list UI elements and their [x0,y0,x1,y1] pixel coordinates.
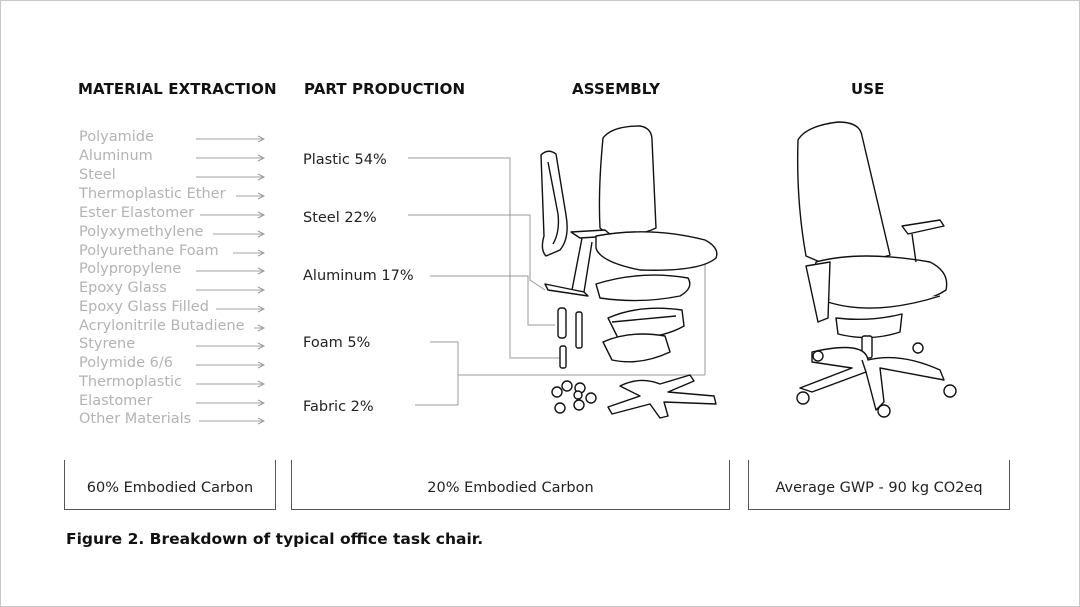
figure-caption: Figure 2. Breakdown of typical office ta… [66,530,484,548]
summary-material-label: 60% Embodied Carbon [86,480,254,496]
summary-box-material: 60% Embodied Carbon [64,460,276,510]
material-item: Epoxy Glass [79,280,167,296]
material-item: Epoxy Glass Filled [79,299,209,315]
exploded-chair-icon [540,125,718,419]
material-item: Polymide 6/6 [79,355,173,371]
material-item: Styrene [79,336,136,352]
heading-assembly: ASSEMBLY [572,80,661,98]
summary-production-label: 20% Embodied Carbon [427,480,594,496]
material-item: Elastomer [79,393,153,409]
part-steel: Steel 22% [303,210,377,226]
summary-box-use: Average GWP - 90 kg CO2eq [748,460,1010,510]
part-foam: Foam 5% [303,335,371,351]
summary-box-production: 20% Embodied Carbon [291,460,730,510]
material-item: Polyamide [79,129,154,145]
material-item: Ester Elastomer [79,205,195,221]
heading-part-production: PART PRODUCTION [304,80,466,98]
part-plastic: Plastic 54% [303,152,387,168]
material-item: Polypropylene [79,261,182,277]
material-item: Polyxymethylene [79,224,204,240]
material-item: Steel [79,167,116,183]
material-item: Other Materials [79,411,192,427]
material-item: Acrylonitrile Butadiene [79,318,245,334]
material-item: Thermoplastic [79,374,183,390]
material-item: Aluminum [79,148,153,164]
heading-material-extraction: MATERIAL EXTRACTION [78,80,277,98]
material-item: Polyurethane Foam [79,243,219,259]
part-connectors [408,157,706,406]
assembled-chair-icon [796,121,957,418]
part-fabric: Fabric 2% [303,399,374,415]
part-aluminum: Aluminum 17% [303,268,414,284]
heading-use: USE [851,80,885,98]
material-item: Thermoplastic Ether [79,186,226,202]
summary-use-label: Average GWP - 90 kg CO2eq [775,480,983,496]
material-arrows [196,139,264,421]
